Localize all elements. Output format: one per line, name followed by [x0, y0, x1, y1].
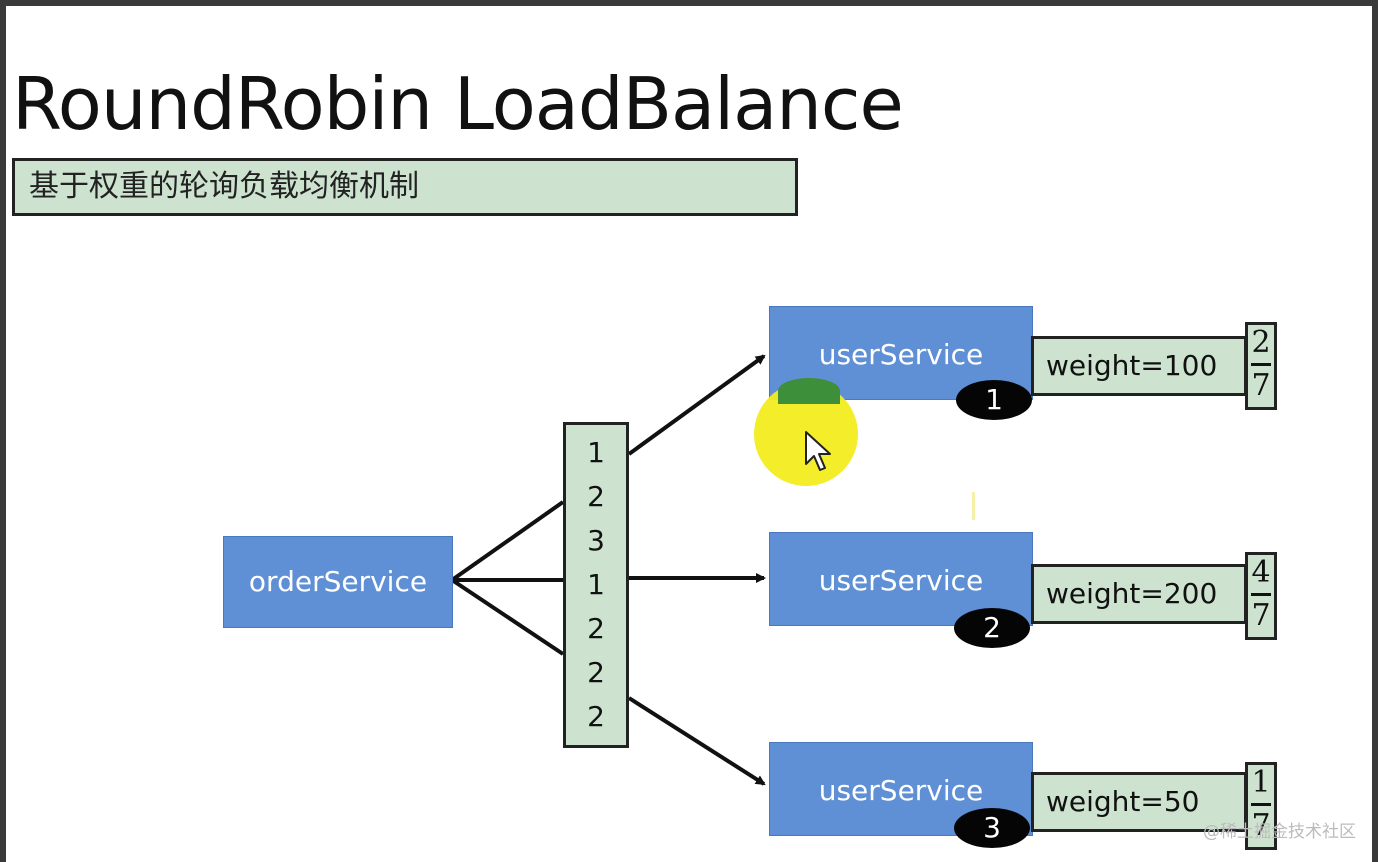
mouse-pointer-icon [805, 431, 831, 471]
fraction-bar [1251, 803, 1271, 806]
sequence-item: 1 [587, 568, 605, 601]
sequence-item: 2 [587, 656, 605, 689]
slide-subtitle: 基于权重的轮询负载均衡机制 [12, 158, 798, 216]
user-service-node-3: userService [769, 742, 1033, 836]
highlight-tick [972, 492, 975, 520]
server-badge-1: 1 [956, 380, 1032, 420]
weight-box-1: weight=100 [1031, 336, 1247, 396]
sequence-item: 1 [587, 436, 605, 469]
sequence-item: 3 [587, 524, 605, 557]
fraction-numerator: 1 [1251, 765, 1271, 800]
slide-title: RoundRobin LoadBalance [12, 62, 904, 146]
fraction-denominator: 7 [1251, 598, 1271, 633]
fraction-bar [1251, 593, 1271, 596]
weight-fraction-1: 2 7 [1245, 322, 1277, 410]
fraction-denominator: 7 [1251, 368, 1271, 403]
order-service-node: orderService [223, 536, 453, 628]
fraction-denominator: 7 [1251, 808, 1271, 843]
cursor-highlight-overlap [778, 378, 840, 404]
sequence-item: 2 [587, 480, 605, 513]
arrow-to-service-1 [627, 354, 766, 456]
slide: RoundRobin LoadBalance 基于权重的轮询负载均衡机制 ord… [6, 6, 1372, 862]
weight-fraction-2: 4 7 [1245, 552, 1277, 640]
sequence-item: 2 [587, 612, 605, 645]
connector-lines [450, 354, 766, 786]
weight-box-2: weight=200 [1031, 564, 1247, 624]
dispatch-sequence: 1 2 3 1 2 2 2 [563, 422, 629, 748]
fraction-numerator: 4 [1251, 555, 1271, 590]
user-service-node-2: userService [769, 532, 1033, 626]
line-order-to-seq-bottom [450, 578, 565, 656]
watermark: @稀土掘金技术社区 [1203, 822, 1356, 842]
server-badge-3: 3 [954, 808, 1030, 848]
fraction-numerator: 2 [1251, 325, 1271, 360]
sequence-item: 2 [587, 700, 605, 733]
server-badge-2: 2 [954, 608, 1030, 648]
line-order-to-seq-top [450, 500, 565, 582]
arrow-to-service-3 [627, 696, 766, 786]
fraction-bar [1251, 363, 1271, 366]
weight-fraction-3: 1 7 [1245, 762, 1277, 850]
